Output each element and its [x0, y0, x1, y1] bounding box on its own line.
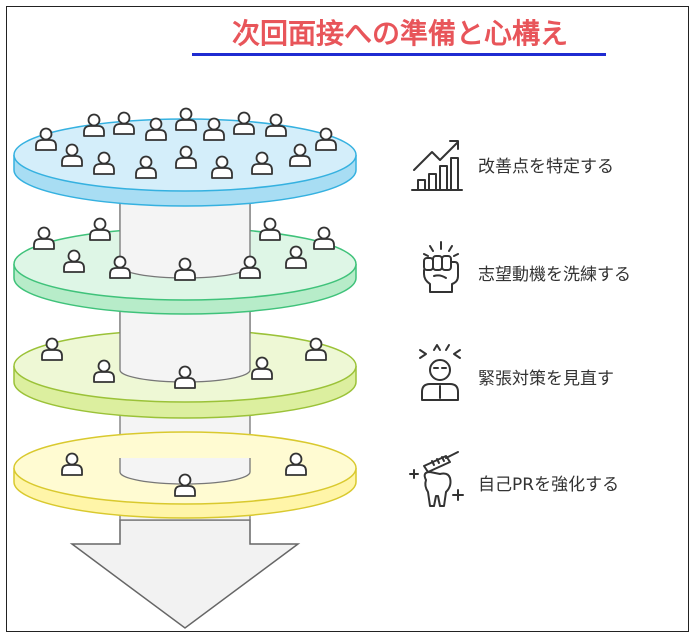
rising-chart-icon — [411, 140, 463, 191]
down-arrow — [69, 519, 301, 629]
page-title: 次回面接への準備と心構え — [231, 17, 568, 50]
sparkling-tooth-icon — [409, 451, 464, 507]
layer-4-disc — [13, 431, 357, 519]
item-label-improve: 改善点を特定する — [478, 157, 614, 177]
frame-border — [6, 6, 689, 632]
layer-3-disc — [13, 300, 357, 419]
layer-1-disc — [13, 107, 357, 207]
title-underline — [192, 53, 606, 56]
item-label-motivation: 志望動機を洗練する — [478, 265, 631, 285]
layer-2-disc — [13, 196, 357, 315]
stressed-person-icon — [419, 344, 461, 401]
item-label-selfpr: 自己PRを強化する — [478, 475, 620, 495]
raised-fist-icon — [423, 241, 459, 293]
item-label-nerves: 緊張対策を見直す — [478, 369, 614, 389]
